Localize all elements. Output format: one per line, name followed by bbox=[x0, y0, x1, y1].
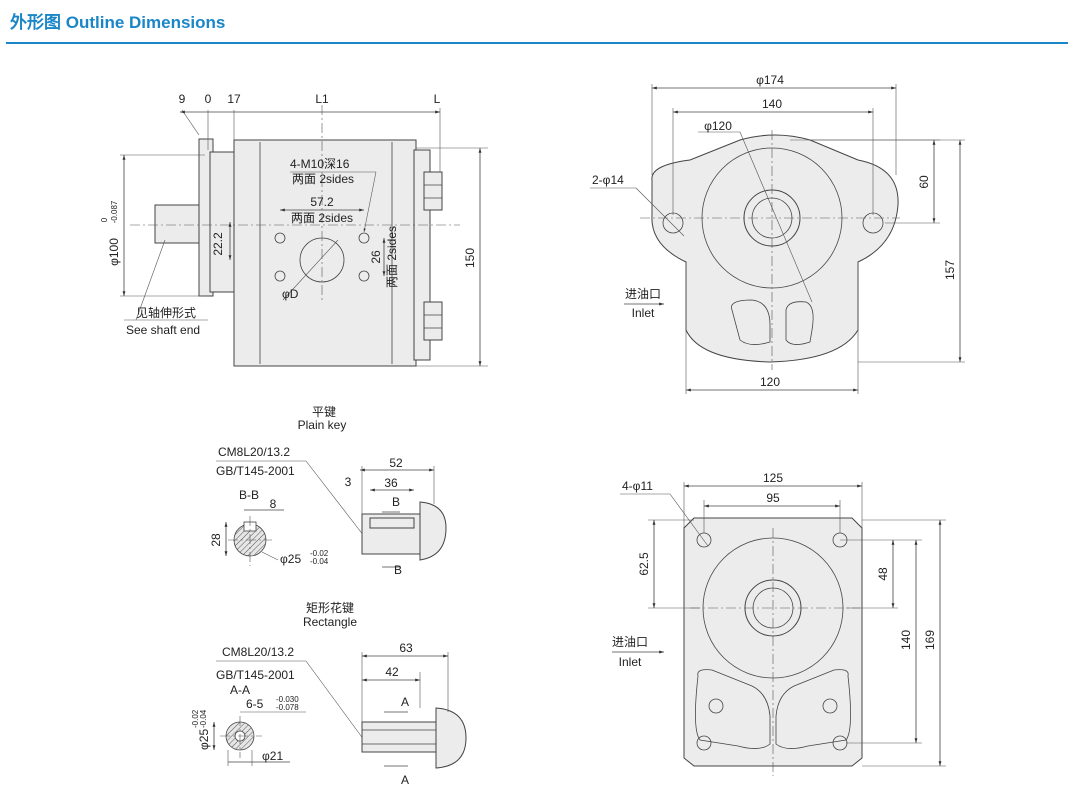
header-divider bbox=[6, 42, 1068, 44]
dim-6-5-tol-lower: -0.078 bbox=[276, 703, 299, 712]
shaft-end-cap bbox=[419, 501, 447, 561]
thread-hole bbox=[358, 270, 370, 282]
dim-L1: L1 bbox=[315, 92, 329, 106]
shaft-note-cn: 见轴伸形式 bbox=[136, 305, 196, 320]
dim-26: 26 bbox=[369, 250, 383, 264]
dim-L: L bbox=[434, 92, 441, 106]
dim-62-5: 62.5 bbox=[637, 552, 651, 576]
spline-end-cap bbox=[435, 707, 467, 769]
dim-phi25-spline-tol-upper: -0.02 bbox=[191, 709, 200, 728]
dim-6-5-tol-upper: -0.030 bbox=[276, 695, 299, 704]
plain-key-title-en: Plain key bbox=[298, 418, 347, 432]
dim-17: 17 bbox=[227, 92, 241, 106]
flange-step bbox=[209, 151, 237, 293]
dim-0: 0 bbox=[205, 92, 212, 106]
dim-6-5: 6-5 bbox=[246, 697, 264, 711]
spline-spec-1: CM8L20/13.2 bbox=[222, 645, 294, 659]
dim-60: 60 bbox=[917, 175, 931, 189]
dim-140-top: 140 bbox=[762, 97, 782, 111]
plain-key-detail: 平键 Plain key CM8L20/13.2 GB/T145-2001 B-… bbox=[209, 405, 447, 577]
bolt-head-bottom bbox=[423, 301, 443, 341]
dim-95: 95 bbox=[766, 491, 780, 505]
dim-phi174: φ174 bbox=[756, 73, 784, 87]
plain-key-spec-2: GB/T145-2001 bbox=[216, 464, 295, 478]
inlet-label-en-bottom: Inlet bbox=[619, 655, 642, 669]
section-b-b: B-B bbox=[239, 488, 259, 502]
dim-42: 42 bbox=[385, 665, 399, 679]
front-view-top: φ174 140 φ120 2-φ14 60 157 120 进油口 Inlet bbox=[590, 73, 965, 394]
thread-hole bbox=[274, 232, 286, 244]
dim-phi25-key-tol-lower: -0.04 bbox=[310, 557, 329, 566]
dim-52: 52 bbox=[389, 456, 403, 470]
dim-125: 125 bbox=[763, 471, 783, 485]
section-a-a: A-A bbox=[230, 683, 250, 697]
thread-hole bbox=[274, 270, 286, 282]
shaft bbox=[154, 204, 202, 244]
inlet-port-right-bottom bbox=[775, 669, 851, 749]
inlet-port-left-bottom bbox=[695, 669, 771, 749]
dim-8: 8 bbox=[270, 497, 277, 511]
plain-key-spec-1: CM8L20/13.2 bbox=[218, 445, 290, 459]
dim-169: 169 bbox=[923, 630, 937, 650]
bolt-head-top bbox=[423, 171, 443, 211]
dim-57-2-sub: 两面 2sides bbox=[291, 211, 353, 225]
dim-2-phi14: 2-φ14 bbox=[592, 173, 624, 187]
dim-140-bottom: 140 bbox=[899, 630, 913, 650]
arrow-b-bottom: B bbox=[394, 563, 402, 577]
dim-9: 9 bbox=[179, 92, 186, 106]
side-view: 9 0 17 L1 L 4-M10深16 两面 2sides 57.2 两面 2… bbox=[100, 92, 488, 367]
dim-phi25-key: φ25 bbox=[280, 552, 301, 566]
plain-key-title-cn: 平键 bbox=[312, 405, 336, 419]
dim-48: 48 bbox=[876, 567, 890, 581]
dim-120-bottom: 120 bbox=[760, 375, 780, 389]
dim-36: 36 bbox=[384, 476, 398, 490]
spline-spec-2: GB/T145-2001 bbox=[216, 668, 295, 682]
arrow-a-bottom: A bbox=[401, 773, 409, 787]
dim-22-2: 22.2 bbox=[211, 232, 225, 256]
spline-shaft bbox=[361, 721, 437, 753]
pump-housing bbox=[233, 139, 417, 367]
spline-title-cn: 矩形花键 bbox=[306, 600, 354, 615]
dim-3: 3 bbox=[345, 475, 352, 489]
spline-detail: 矩形花键 Rectangle CM8L20/13.2 GB/T145-2001 … bbox=[191, 600, 467, 787]
thread-label: 4-M10深16 bbox=[290, 157, 350, 171]
dim-phi100-tol-lower: -0.087 bbox=[110, 200, 119, 223]
dim-phi120: φ120 bbox=[704, 119, 732, 133]
page-title: 外形图 Outline Dimensions bbox=[10, 13, 226, 32]
shaft-note-en: See shaft end bbox=[126, 323, 200, 337]
dim-phi25-spline: φ25 bbox=[197, 729, 211, 750]
dim-150: 150 bbox=[463, 248, 477, 268]
page-header: 外形图 Outline Dimensions bbox=[6, 6, 1068, 44]
dim-phiD: φD bbox=[282, 287, 299, 301]
dim-phi100-tol-upper: 0 bbox=[100, 217, 109, 222]
dim-28: 28 bbox=[209, 533, 223, 547]
dim-phi25-key-tol-upper: -0.02 bbox=[310, 549, 329, 558]
dim-phi100: φ100 bbox=[107, 238, 121, 266]
inlet-label-en: Inlet bbox=[632, 306, 655, 320]
inlet-label-cn-bottom: 进油口 bbox=[612, 635, 648, 649]
inlet-port-left bbox=[731, 299, 771, 345]
inlet-port-right bbox=[785, 301, 814, 345]
front-housing-top bbox=[651, 134, 899, 363]
dim-phi21: φ21 bbox=[262, 749, 283, 763]
dim-57-2: 57.2 bbox=[310, 195, 334, 209]
thread-label-sub: 两面 2sides bbox=[292, 172, 354, 186]
dim-26-sub: 两面 2sides bbox=[385, 226, 399, 288]
arrow-b-top: B bbox=[392, 495, 400, 509]
dim-4-phi11: 4-φ11 bbox=[622, 479, 653, 493]
inlet-label-cn: 进油口 bbox=[625, 287, 661, 301]
arrow-a-top: A bbox=[401, 695, 409, 709]
spline-title-en: Rectangle bbox=[303, 615, 357, 629]
dim-63: 63 bbox=[399, 641, 413, 655]
dim-157: 157 bbox=[943, 260, 957, 280]
dim-phi25-spline-tol-lower: -0.04 bbox=[199, 709, 208, 728]
mount-hole bbox=[696, 735, 712, 751]
plain-key bbox=[369, 517, 415, 529]
thread-hole bbox=[358, 232, 370, 244]
front-view-bottom: 125 95 4-φ11 62.5 48 140 169 进油口 Inlet bbox=[612, 471, 946, 776]
